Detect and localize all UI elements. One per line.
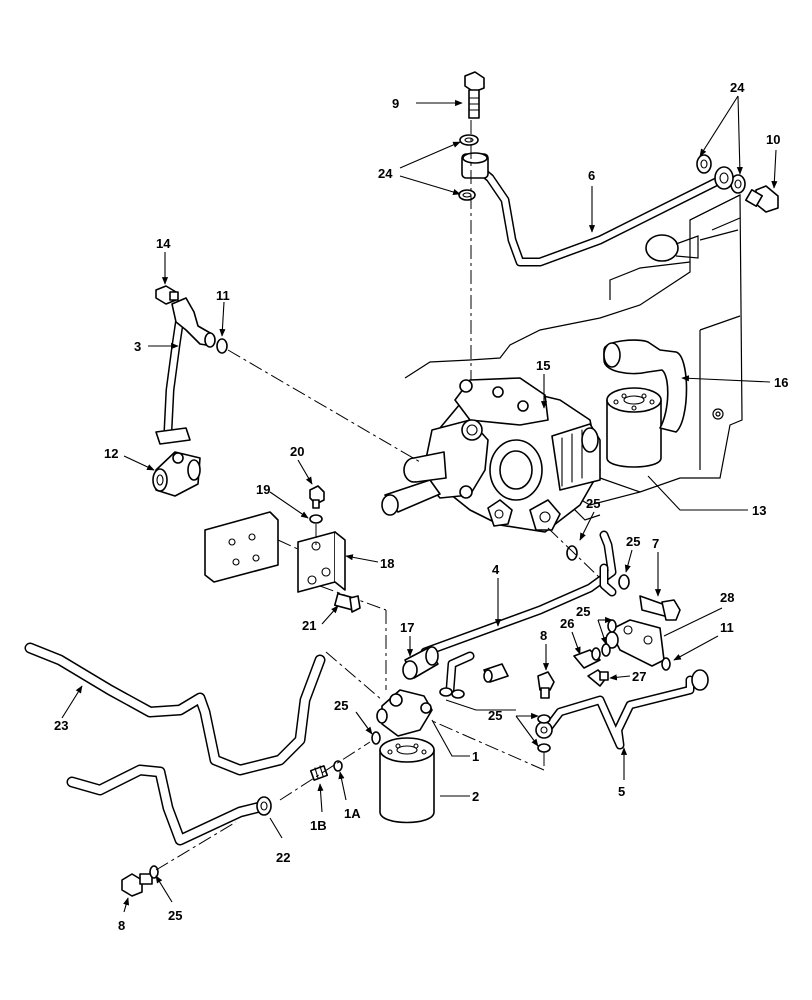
callout-12: 12	[104, 446, 118, 461]
callout-16: 16	[774, 375, 788, 390]
banjo-bolt-10	[745, 185, 779, 213]
callout-1: 1	[472, 749, 479, 764]
tee-fitting-12	[152, 451, 201, 497]
callout-26: 26	[560, 616, 574, 631]
bracket-18	[297, 531, 346, 593]
callout-27: 27	[632, 669, 646, 684]
callout-10: 10	[766, 132, 780, 147]
fuel-filter-2	[379, 737, 435, 824]
callout-labels: 9 24 24 10 6 14 11 3 15 16 12 20 19 13 2…	[54, 80, 788, 933]
banjo-bolt-9	[464, 71, 485, 119]
banjo-bolt-7	[639, 595, 681, 621]
washer-25-bottom	[149, 865, 159, 879]
leader-lines	[61, 95, 778, 913]
callout-17: 17	[400, 620, 414, 635]
callout-2: 2	[472, 789, 479, 804]
callout-25-bottom: 25	[168, 908, 182, 923]
washer-25-head	[371, 731, 381, 745]
bolt-21	[333, 592, 361, 613]
fuel-hose-22	[66, 764, 272, 846]
callout-15: 15	[536, 358, 550, 373]
fitting-17	[402, 646, 439, 680]
callout-28: 28	[720, 590, 734, 605]
callout-18: 18	[380, 556, 394, 571]
engine-block-outline	[404, 194, 743, 521]
callout-25-line5: 25	[488, 708, 502, 723]
callout-11-left: 11	[216, 288, 230, 303]
callout-7: 7	[652, 536, 659, 551]
callout-5: 5	[618, 784, 625, 799]
callout-25-pump: 25	[586, 496, 600, 511]
fuel-hose-23	[24, 642, 326, 776]
o-ring-1a	[333, 760, 343, 772]
fuel-line-6	[461, 152, 725, 267]
callout-21: 21	[302, 618, 316, 633]
screw-1b	[309, 765, 329, 781]
fuel-line-4	[420, 530, 617, 695]
fuel-filter-13	[606, 387, 662, 468]
bolt-27	[587, 669, 609, 687]
callout-6: 6	[588, 168, 595, 183]
washer-11-left	[216, 338, 228, 354]
injection-pump-15	[381, 377, 601, 533]
callout-19: 19	[256, 482, 270, 497]
banjo-bolt-14	[155, 285, 179, 305]
filter-head-1	[376, 689, 433, 737]
callout-11-right: 11	[720, 620, 734, 635]
callout-22: 22	[276, 850, 290, 865]
washer-19	[309, 514, 323, 524]
fuel-line-5	[535, 669, 709, 750]
overflow-pipe-3	[155, 297, 216, 445]
callout-1b: 1B	[310, 818, 327, 833]
mounting-plate	[204, 511, 279, 583]
callout-25-joint: 25	[576, 604, 590, 619]
bleed-screw-8-mid	[483, 663, 509, 683]
callout-24-right: 24	[730, 80, 745, 95]
fuel-hose-16	[603, 339, 688, 433]
bleed-bolt-8-bottom	[121, 873, 153, 897]
callout-20: 20	[290, 444, 304, 459]
fitting-26	[573, 647, 601, 669]
callout-24-left: 24	[378, 166, 393, 181]
callout-23: 23	[54, 718, 68, 733]
callout-9: 9	[392, 96, 399, 111]
callout-8-mid: 8	[540, 628, 547, 643]
washer-25-line5	[537, 714, 551, 753]
callout-25-line4: 25	[626, 534, 640, 549]
callout-25-head: 25	[334, 698, 348, 713]
callout-3: 3	[134, 339, 141, 354]
banjo-fitting-6	[714, 166, 734, 190]
callout-8-bottom: 8	[118, 918, 125, 933]
washer-25-line4	[439, 545, 630, 699]
callout-14: 14	[156, 236, 171, 251]
filler-cap-outline	[645, 234, 699, 262]
bolt-20	[309, 485, 325, 509]
callout-4: 4	[492, 562, 500, 577]
callout-1a: 1A	[344, 806, 361, 821]
callout-13: 13	[752, 503, 766, 518]
washer-11-right	[661, 657, 671, 671]
bleed-screw-8-top	[537, 671, 555, 699]
